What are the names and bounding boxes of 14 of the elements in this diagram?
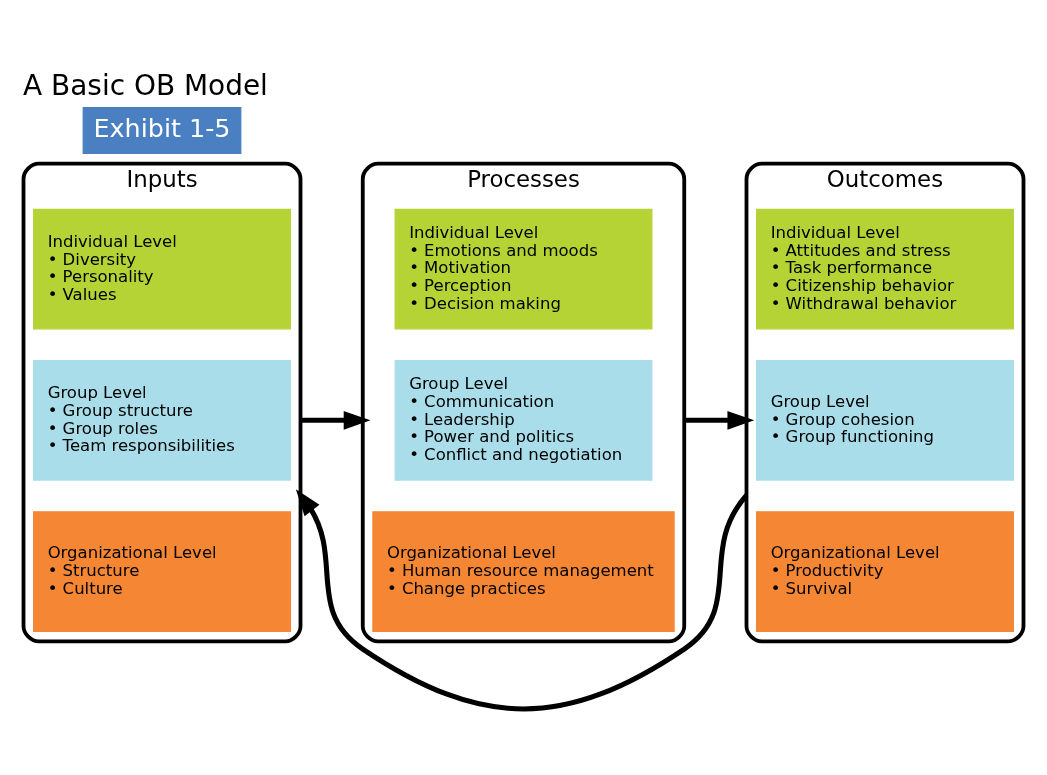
arrow [295,488,749,711]
label: Exhibit 1-5 [93,112,231,143]
node-box: Individual Level • Emotions and moods • Motivation • Perception • Decision making [394,208,653,329]
node-box: Group Level • Group structure • Group roles • Team responsibilities [33,359,291,481]
node-box: Individual Level • Diversity • Personality • Values [33,208,291,329]
node-box: Organizational Level • Productivity • Survival [756,510,1014,632]
arrow [684,410,755,430]
node-box: Group Level • Group cohesion • Group functioning [756,359,1014,481]
arrow [300,410,371,430]
node-box: Organizational Level • Human resource management • Change practices [372,510,675,632]
node-box: Group Level • Communication • Leadership • Power and politics • Conflict and negotiation [394,359,653,481]
diagram-title: A Basic OB Model [23,68,268,102]
node-box: Individual Level • Attitudes and stress • Task performance • Citizenship behavior • Withdrawal behavior [756,208,1014,329]
node-box: Organizational Level • Structure • Culture [33,510,291,632]
